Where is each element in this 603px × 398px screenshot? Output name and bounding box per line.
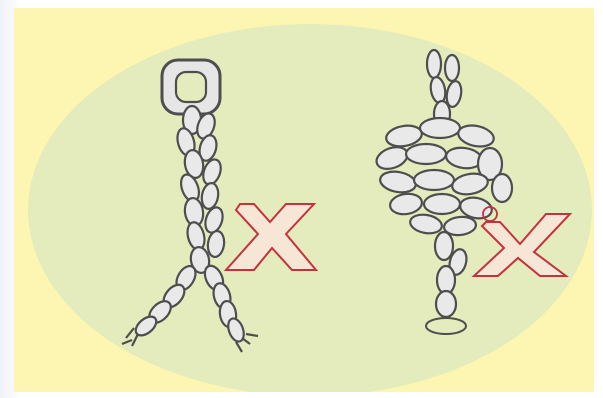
chain-misuse-illustration (14, 8, 594, 392)
illustration-panel (14, 8, 594, 392)
